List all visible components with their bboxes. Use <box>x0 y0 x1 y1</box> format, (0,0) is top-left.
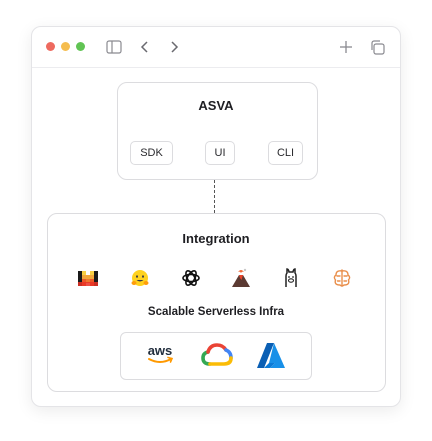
cloud-providers-box <box>120 332 312 380</box>
back-icon[interactable] <box>136 38 154 56</box>
sdk-chip: SDK <box>130 141 173 165</box>
infra-subtitle: Scalable Serverless Infra <box>147 306 285 318</box>
aws-logo: aws <box>148 343 174 363</box>
copy-icon[interactable] <box>368 38 386 56</box>
openai-logo <box>182 270 200 286</box>
asva-title: ASVA <box>198 98 234 113</box>
ui-chip: UI <box>205 141 235 165</box>
forward-icon[interactable] <box>165 38 183 56</box>
app-window: ASVA SDK UI CLI Integration <box>31 26 401 407</box>
close-button[interactable] <box>46 42 55 51</box>
window-toolbar <box>32 27 400 68</box>
aws-label: aws <box>148 343 173 358</box>
cli-chip: CLI <box>268 141 303 165</box>
azure-logo <box>257 343 285 368</box>
ollama-logo <box>285 268 297 287</box>
new-tab-icon[interactable] <box>337 38 355 56</box>
integration-title: Integration <box>182 231 250 246</box>
google-cloud-logo <box>201 343 233 366</box>
minimize-button[interactable] <box>61 42 70 51</box>
sidebar-icon[interactable] <box>105 38 123 56</box>
huggingface-logo <box>131 270 149 286</box>
anthropic-logo <box>333 269 351 287</box>
mistral-logo <box>78 271 98 286</box>
maximize-button[interactable] <box>76 42 85 51</box>
dashed-connector <box>214 180 215 213</box>
replicate-logo <box>232 268 250 287</box>
asva-box <box>117 82 318 180</box>
